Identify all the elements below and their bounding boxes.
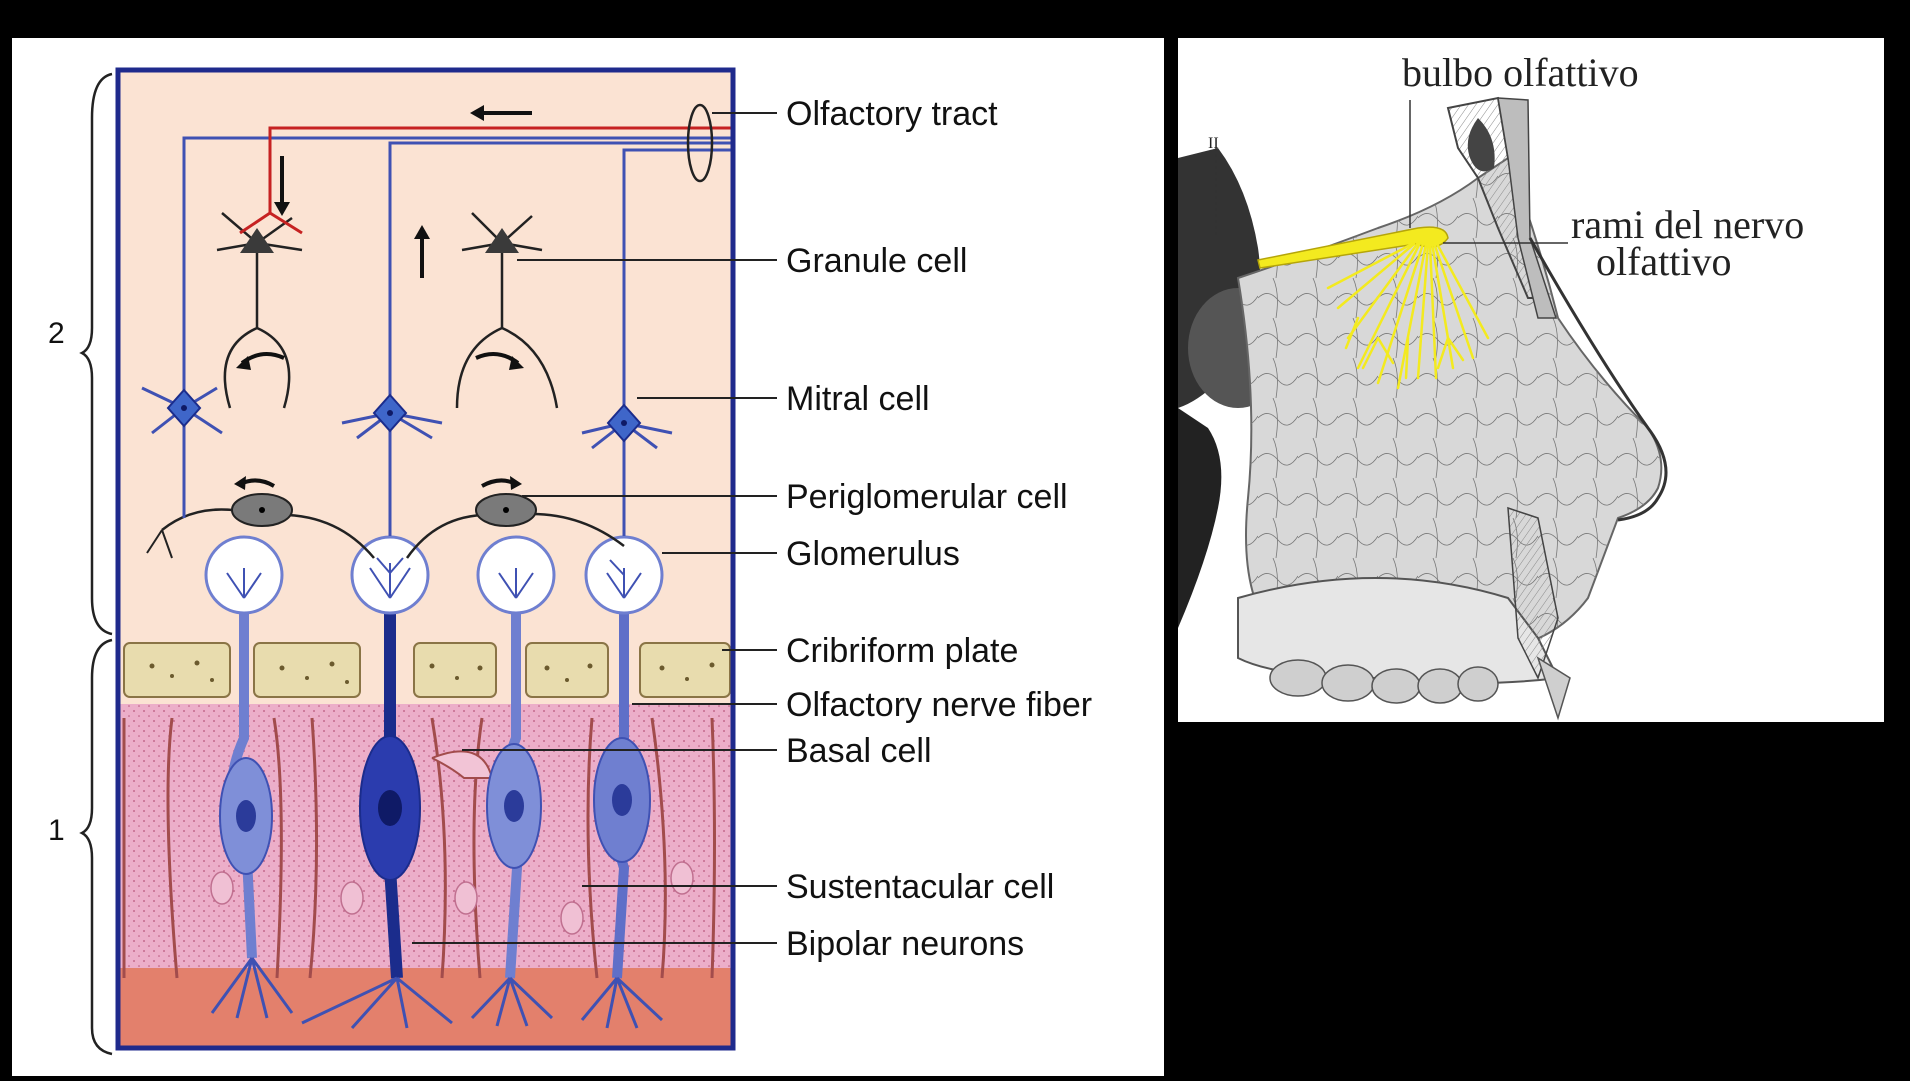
label-sustentacular-cell: Sustentacular cell (786, 868, 1054, 906)
nasal-cavity-illustration: II (1178, 38, 1884, 722)
label-olfactory-bulb: bulbo olfattivo (1402, 50, 1639, 95)
label-olfactory-tract: Olfactory tract (786, 95, 998, 133)
label-glomerulus: Glomerulus (786, 535, 960, 573)
region-number-2: 2 (48, 317, 65, 350)
label-mitral-cell: Mitral cell (786, 380, 930, 418)
nasal-section-panel: II (1178, 38, 1884, 722)
region-number-1: 1 (48, 814, 65, 847)
olfactory-cell-diagram-panel: Olfactory tract Granule cell Mitral cell… (12, 38, 1164, 1076)
label-basal-cell: Basal cell (786, 732, 932, 770)
label-periglomerular-cell: Periglomerular cell (786, 478, 1068, 516)
label-nerve-branches-line2: olfattivo (1596, 239, 1732, 284)
label-granule-cell: Granule cell (786, 242, 967, 280)
lamina-propria-band (118, 968, 733, 1048)
label-olfactory-nerve-fiber: Olfactory nerve fiber (786, 686, 1092, 724)
cribriform-plate (124, 643, 730, 697)
roman-numeral-label: II (1208, 135, 1219, 152)
label-bipolar-neurons: Bipolar neurons (786, 925, 1024, 963)
label-cribriform-plate: Cribriform plate (786, 632, 1018, 670)
olfactory-cell-diagram: Olfactory tract Granule cell Mitral cell… (12, 38, 1164, 1076)
region-braces (82, 74, 112, 1054)
